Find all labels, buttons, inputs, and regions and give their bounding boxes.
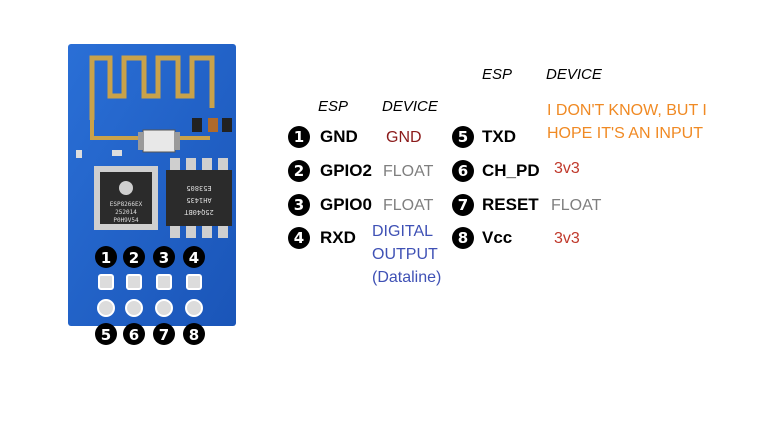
board-badge-circle-8 [183,323,205,345]
crystal-pad-right [174,132,180,150]
pad-bottom-2 [125,299,143,317]
pin-3-device: FLOAT [383,197,434,214]
board-badge-circle-7 [153,323,175,345]
pad-top-3 [156,274,172,290]
pad-bottom-1 [97,299,115,317]
board-badge-label-6: 6 [129,326,139,344]
smd-component-5 [76,150,82,158]
crystal [142,129,176,153]
pad-top-4 [186,274,202,290]
pin-6-esp-name: CH_PD [482,161,540,180]
board-badge-label-2: 2 [129,249,139,267]
pin-5-esp-name: TXD [482,127,516,146]
board-badge-label-1: 1 [101,249,111,267]
chip1-marking-2: 252014 [115,209,137,216]
pin-badge-6: 6 [452,160,474,182]
pin-badge-1: 1 [288,126,310,148]
pad-bottom-3 [155,299,173,317]
chip2-marking-3: E53805 [186,184,211,192]
header-pads [97,274,203,317]
smd-component-3 [222,118,232,132]
pin-2-esp-name: GPIO2 [320,161,372,180]
pin-5-device-line-2: HOPE IT'S AN INPUT [547,125,703,142]
pin-6-device: 3v3 [554,160,580,177]
board-badge-label-3: 3 [159,249,169,267]
flash-chip: 25Q40BT AH1435 E53805 [166,158,232,238]
pin-1-device: GND [386,129,422,146]
pin-badge-2: 2 [288,160,310,182]
board-badge-label-7: 7 [159,326,169,344]
pin-badge-8: 8 [452,227,474,249]
board-badge-circle-1 [95,246,117,268]
pin-1-esp-name: GND [320,127,358,146]
crystal-pad-left [138,132,144,150]
pin-4-device-line-1: DIGITAL [372,223,434,240]
chip2-marking-2: AH1435 [186,196,211,204]
pad-bottom-4 [185,299,203,317]
pin-5-device-line-1: I DON'T KNOW, BUT I [547,102,707,119]
smd-component-4 [112,150,122,156]
chip2-marking-1: 25Q40BT [183,208,213,216]
chip1-marking-1: ESP8266EX [110,201,143,208]
smd-component-1 [192,118,202,132]
board-badge-circle-3 [153,246,175,268]
board-badge-circle-2 [123,246,145,268]
pin-8-esp-name: Vcc [482,228,513,247]
board-badge-label-5: 5 [101,326,111,344]
pin-badge-4: 4 [288,227,310,249]
pin-4-esp-name: RXD [320,228,356,247]
pin-badge-7: 7 [452,194,474,216]
pin-4-device-line-3: (Dataline) [372,269,442,286]
pin-badge-5: 5 [452,126,474,148]
pin-4-device-line-2: OUTPUT [372,246,438,263]
chip1-marking-3: P0H9V54 [113,217,139,224]
pin-8-device: 3v3 [554,230,580,247]
board-badge-circle-5 [95,323,117,345]
board-pin-badges: 1 5 2 6 3 7 4 8 [95,246,205,345]
pin-badge-3: 3 [288,194,310,216]
antenna-trace [89,55,215,120]
pad-top-2 [126,274,142,290]
board-badge-label-8: 8 [189,326,199,344]
header-esp-left: ESP [318,98,349,115]
board-badge-label-4: 4 [189,249,199,267]
pin-7-esp-name: RESET [482,195,539,214]
pin-3-esp-name: GPIO0 [320,195,372,214]
header-esp-right: ESP [482,66,513,83]
pin-2-device: FLOAT [383,163,434,180]
header-device-right: DEVICE [546,66,602,83]
pad-top-1 [98,274,114,290]
board-badge-circle-6 [123,323,145,345]
esp8266-chip: ESP8266EX 252014 P0H9V54 [94,166,158,230]
board-badge-circle-4 [183,246,205,268]
pin-7-device: FLOAT [551,197,602,214]
smd-component-2 [208,118,218,132]
header-device-left: DEVICE [382,98,438,115]
